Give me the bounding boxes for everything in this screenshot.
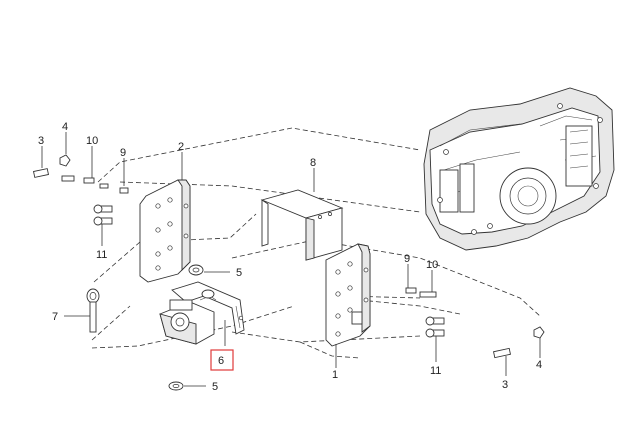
callout-4-left[interactable]: 4 — [62, 121, 68, 133]
callout-3-left[interactable]: 3 — [38, 135, 44, 147]
leader-lines — [41, 132, 541, 387]
callout-10-left[interactable]: 10 — [86, 135, 98, 147]
callout-5-bottom[interactable]: 5 — [212, 381, 218, 393]
callout-8[interactable]: 8 — [310, 157, 316, 169]
part-5-washers — [168, 264, 215, 391]
callout-4-right[interactable]: 4 — [536, 359, 542, 371]
selected-part-highlight — [210, 349, 234, 371]
part-8-cover-bracket — [260, 189, 344, 261]
transmission-housing — [423, 87, 615, 251]
callout-9-right[interactable]: 9 — [404, 253, 410, 265]
part-6-hitch-bracket — [159, 281, 245, 345]
part-7-lock-pin — [86, 288, 100, 333]
callout-3-right[interactable]: 3 — [502, 379, 508, 391]
callout-7[interactable]: 7 — [52, 311, 58, 323]
callout-1[interactable]: 1 — [332, 369, 338, 381]
part-2-left-bracket-plate — [139, 179, 191, 283]
fasteners-right — [405, 287, 545, 359]
callout-6[interactable]: 6 — [218, 355, 224, 367]
callout-11-left[interactable]: 11 — [96, 249, 107, 261]
callout-2[interactable]: 2 — [178, 141, 184, 153]
fasteners-left — [32, 154, 129, 226]
callout-10-right[interactable]: 10 — [426, 259, 438, 271]
callout-9-left[interactable]: 9 — [120, 147, 126, 159]
part-1-right-bracket-plate — [325, 243, 371, 347]
callout-11-right[interactable]: 11 — [430, 365, 441, 377]
callout-5-mid[interactable]: 5 — [236, 267, 242, 279]
callout-labels: 3 4 10 9 2 11 5 7 8 6 5 1 9 10 11 3 4 — [38, 121, 542, 393]
